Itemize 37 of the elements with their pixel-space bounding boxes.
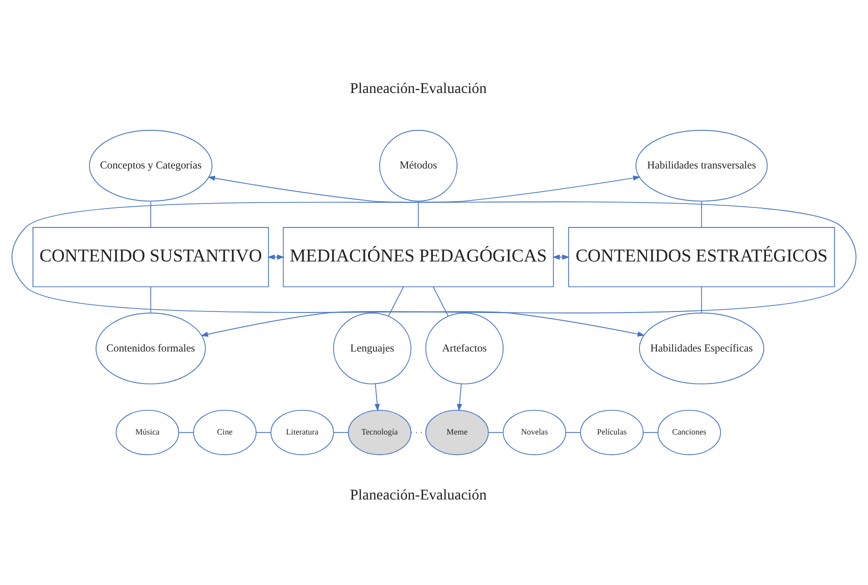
connector bbox=[150, 286, 152, 314]
node-box: CONTENIDO SUSTANTIVO bbox=[32, 227, 269, 288]
label: Planeación-Evaluación bbox=[350, 488, 487, 504]
connector bbox=[701, 286, 702, 314]
connector bbox=[642, 432, 658, 433]
connector bbox=[178, 432, 194, 433]
node-ellipse: Contenidos formales bbox=[96, 312, 206, 384]
connector bbox=[150, 200, 152, 228]
arrow bbox=[374, 384, 380, 412]
connector bbox=[701, 200, 702, 228]
label: Planeación-Evaluación bbox=[350, 80, 487, 97]
node-circle: Métodos bbox=[379, 130, 458, 202]
node-ellipse: Cine bbox=[193, 410, 257, 456]
connector bbox=[432, 286, 449, 316]
node-ellipse: Canciones bbox=[658, 410, 721, 456]
node-ellipse: Música bbox=[116, 410, 180, 456]
node-ellipse: Novelas bbox=[502, 410, 566, 456]
arrow bbox=[200, 176, 856, 337]
node-circle: Artefactos bbox=[425, 312, 504, 384]
arrow bbox=[456, 384, 462, 412]
connector bbox=[565, 432, 581, 433]
node-ellipse: Conceptos y Categorías bbox=[89, 130, 212, 202]
node-ellipse: Literatura bbox=[270, 410, 334, 456]
connector bbox=[256, 432, 272, 433]
arrow bbox=[12, 175, 645, 337]
connector bbox=[333, 432, 348, 433]
connector bbox=[488, 432, 504, 433]
node-ellipse: Películas bbox=[580, 410, 644, 456]
node-circle: Lenguajes bbox=[333, 312, 412, 384]
node-box: MEDIACIÓNES PEDAGÓGICAS bbox=[282, 227, 554, 288]
connector bbox=[388, 286, 404, 316]
node-ellipse: Habilidades Específicas bbox=[638, 312, 764, 384]
node-ellipse: Habilidades transversales bbox=[635, 130, 768, 202]
node-ellipse: Tecnología bbox=[348, 410, 412, 456]
node-box: CONTENIDOS ESTRATÉGICOS bbox=[568, 227, 835, 288]
node-ellipse: Meme bbox=[425, 410, 489, 456]
connector bbox=[418, 200, 419, 228]
